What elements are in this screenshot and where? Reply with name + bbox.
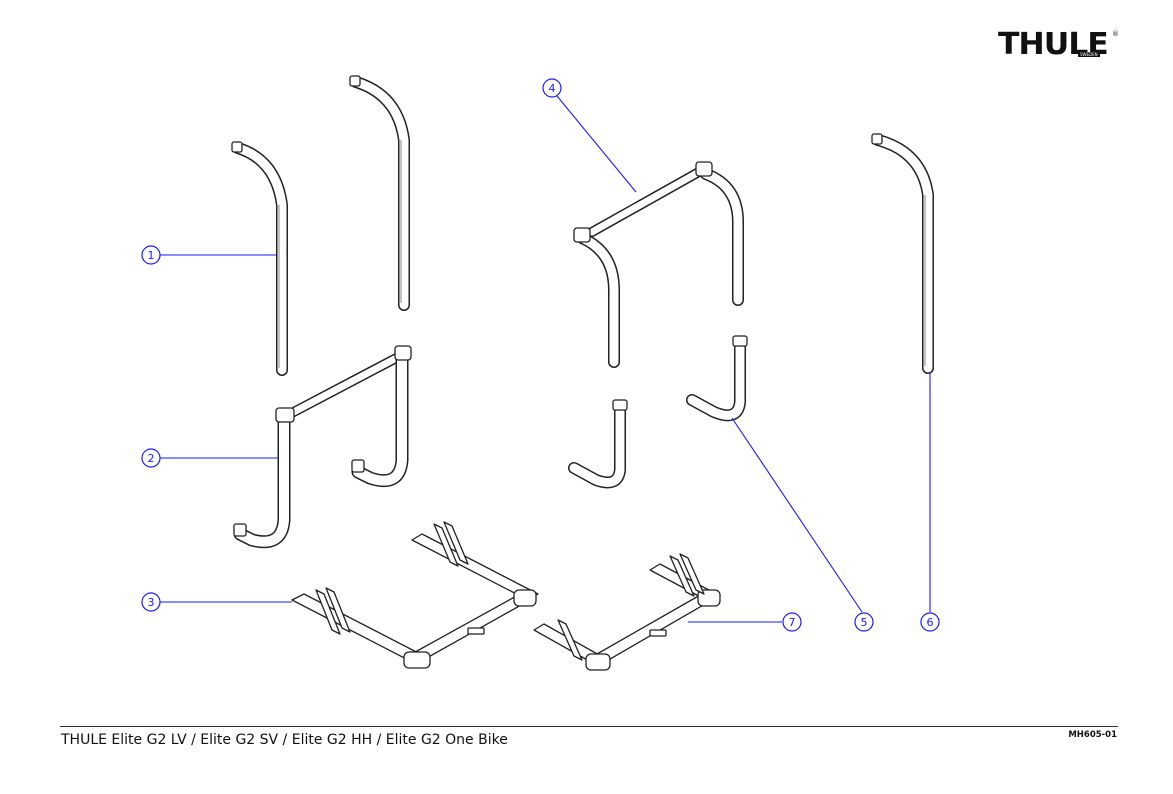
footer-title: THULE Elite G2 LV / Elite G2 SV / Elite … <box>61 732 508 748</box>
registered-mark: ® <box>1112 30 1119 38</box>
part-6-single-arm <box>871 133 934 374</box>
leader-line-4 <box>556 95 637 193</box>
part-4-top-frame <box>573 161 744 368</box>
logo-subtext: SWEDEN <box>1078 52 1100 57</box>
part-5-small-arms <box>568 335 748 489</box>
callout-4: 4 <box>542 78 562 98</box>
document-code: MH605-01 <box>1068 730 1117 740</box>
part-3-base-frame <box>291 521 539 669</box>
callout-3: 3 <box>141 592 161 612</box>
callout-6: 6 <box>920 612 940 632</box>
part-2-lower-frame <box>233 345 412 549</box>
callout-5: 5 <box>854 612 874 632</box>
footer-divider <box>60 726 1118 727</box>
callout-number-7: 7 <box>789 616 796 629</box>
callout-number-6: 6 <box>927 616 934 629</box>
callout-number-5: 5 <box>861 616 868 629</box>
callout-1: 1 <box>141 245 161 265</box>
callout-7: 7 <box>782 612 802 632</box>
callout-number-4: 4 <box>549 82 556 95</box>
callout-number-3: 3 <box>148 596 155 609</box>
upright-arm-b <box>349 75 410 311</box>
part-1-upright-arms <box>231 75 410 376</box>
thule-logo: THULE SWEDEN ® <box>998 30 1119 66</box>
upright-arm-a <box>231 141 288 376</box>
part-7-small-base-frame <box>533 553 721 671</box>
callout-number-2: 2 <box>148 452 155 465</box>
exploded-parts-diagram: 1 2 3 4 5 6 7 <box>141 75 940 671</box>
callout-2: 2 <box>141 448 161 468</box>
leader-line-5 <box>731 417 863 613</box>
callout-number-1: 1 <box>148 249 155 262</box>
